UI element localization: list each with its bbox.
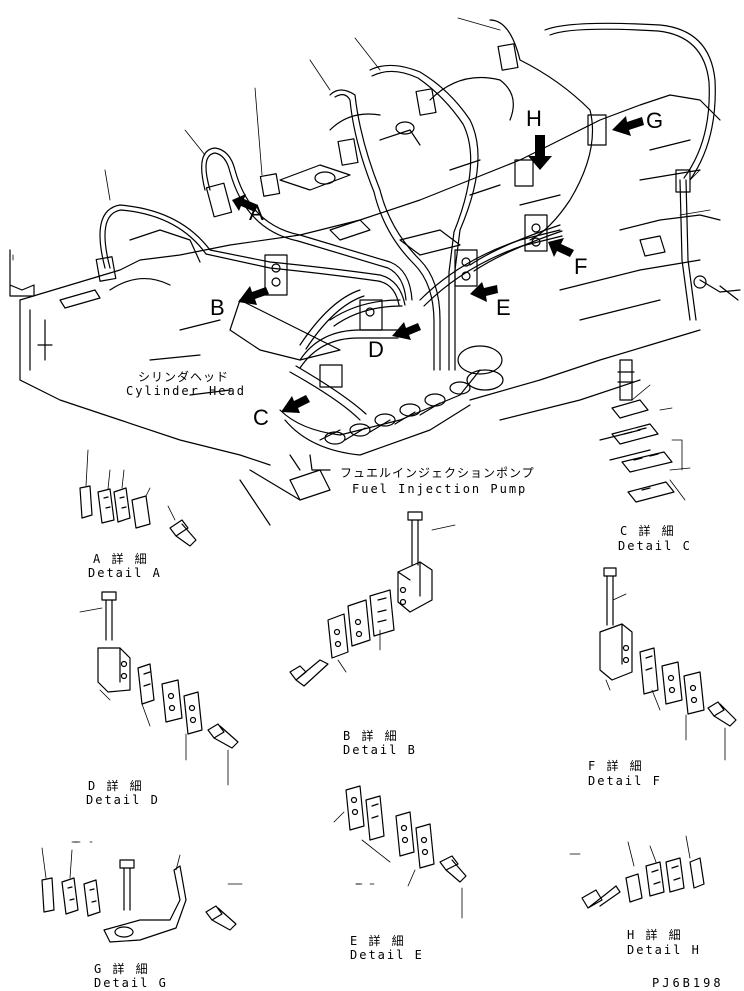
- leader-lines: [12, 17, 711, 261]
- detail-a-caption-jp: A 詳 細: [93, 552, 149, 566]
- detail-c-drawing: [611, 359, 691, 503]
- callout-h: H: [526, 106, 542, 131]
- detail-e-drawing: [333, 785, 467, 919]
- detail-h-drawing: [569, 835, 705, 909]
- callout-e: E: [496, 295, 511, 320]
- detail-e-caption-jp: E 詳 細: [350, 934, 406, 948]
- callout-b: B: [210, 295, 225, 320]
- detail-e-caption-en: Detail E: [350, 948, 424, 962]
- arrow-e-icon: [470, 282, 498, 302]
- injection-pipes: [99, 19, 716, 421]
- cylinder-head-label-en: Cylinder Head: [126, 384, 246, 398]
- arrow-d-icon: [392, 322, 421, 340]
- detail-b-drawing: [289, 511, 456, 687]
- callout-a: A: [249, 200, 264, 225]
- detail-b-caption-jp: B 詳 細: [343, 729, 399, 743]
- callout-arrows: [232, 116, 644, 413]
- detail-g-caption-jp: G 詳 細: [94, 962, 150, 976]
- callout-g: G: [646, 108, 664, 133]
- arrow-a-icon: [232, 194, 258, 212]
- detail-a-caption-en: Detail A: [88, 566, 162, 580]
- detail-d-caption-en: Detail D: [86, 793, 160, 807]
- injectors: [9, 43, 741, 301]
- detail-h-caption-en: Detail H: [627, 943, 701, 957]
- detail-c-caption-jp: C 詳 細: [620, 524, 676, 538]
- misc-dashes: [71, 841, 375, 885]
- fuel-pump-label-en: Fuel Injection Pump: [352, 482, 528, 496]
- callout-d: D: [368, 337, 384, 362]
- arrow-g-icon: [612, 116, 644, 136]
- pipe-clamps: [205, 114, 607, 388]
- detail-d-caption-jp: D 詳 細: [88, 779, 144, 793]
- arrow-f-icon: [548, 238, 574, 257]
- callout-f: F: [574, 254, 588, 279]
- drawing-code: PJ6B198: [652, 976, 724, 990]
- detail-f-drawing: [599, 567, 737, 761]
- detail-f-caption-en: Detail F: [588, 774, 662, 788]
- arrow-b-icon: [238, 286, 269, 305]
- detail-a-drawing: [79, 449, 197, 547]
- detail-h-caption-jp: H 詳 細: [627, 928, 683, 942]
- arrow-c-icon: [281, 395, 310, 413]
- callout-c: C: [253, 405, 269, 430]
- cylinder-head-label-jp: シリンダヘッド: [138, 370, 230, 384]
- injection-pump: [279, 369, 481, 471]
- arrow-h-icon: [528, 135, 552, 170]
- detail-f-caption-jp: F 詳 細: [588, 759, 644, 773]
- fuel-pump-label-jp: フュエルインジェクションポンプ: [340, 466, 535, 480]
- detail-b-caption-en: Detail B: [343, 743, 417, 757]
- detail-c-caption-en: Detail C: [618, 539, 692, 553]
- detail-g-drawing: [41, 841, 243, 943]
- detail-g-caption-en: Detail G: [94, 976, 168, 990]
- engine-block: [19, 76, 721, 526]
- detail-d-drawing: [79, 591, 239, 786]
